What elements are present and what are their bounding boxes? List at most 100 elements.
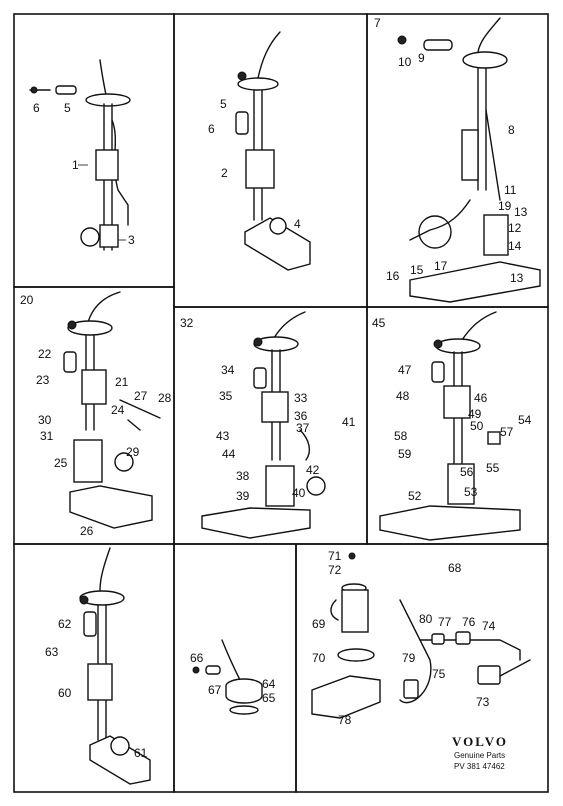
- callout-3-14: 14: [508, 239, 522, 253]
- callout-5-43: 43: [216, 429, 230, 443]
- callout-4-24: 24: [111, 403, 125, 417]
- panel-1-drawing: [29, 59, 131, 251]
- callout-8-64: 64: [262, 677, 276, 691]
- callout-9-80: 80: [419, 612, 433, 626]
- callout-5-33: 33: [294, 391, 308, 405]
- panel-3-callouts: 7 10 9 8 11 19 13 12 14 16 15 17 13: [374, 16, 528, 285]
- panel-9-number: 68: [448, 561, 462, 575]
- callout-9-71: 71: [328, 549, 342, 563]
- panel-4-number: 20: [20, 293, 34, 307]
- callout-5-41: 41: [342, 415, 356, 429]
- callout-4-21: 21: [115, 375, 129, 389]
- callout-4-23: 23: [36, 373, 50, 387]
- callout-9-75: 75: [432, 667, 446, 681]
- callout-2-2: 2: [221, 166, 228, 180]
- callout-6-48: 48: [396, 389, 410, 403]
- panel-6-callouts: 45 47 48 46 49 54 50 57 58 59 56 55 53 5…: [372, 316, 532, 503]
- callout-9-78: 78: [338, 713, 352, 727]
- callout-8-65: 65: [262, 691, 276, 705]
- callout-3-12: 12: [508, 221, 522, 235]
- panel-3-drawing: [397, 17, 541, 303]
- callout-1-5: 5: [64, 101, 71, 115]
- panel-2-drawing: [235, 31, 311, 271]
- callout-8-67: 67: [208, 683, 222, 697]
- callout-6-58: 58: [394, 429, 408, 443]
- callout-4-31: 31: [40, 429, 54, 443]
- callout-6-52: 52: [408, 489, 422, 503]
- volvo-logo: VOLVO: [452, 734, 508, 749]
- callout-9-74: 74: [482, 619, 496, 633]
- callout-3-13b: 13: [510, 271, 524, 285]
- callout-7-62: 62: [58, 617, 72, 631]
- callout-6-49: 49: [468, 407, 482, 421]
- genuine-parts-label: Genuine Parts: [454, 751, 505, 760]
- callout-9-79: 79: [402, 651, 416, 665]
- callout-1-1: 1: [72, 158, 79, 172]
- callout-9-70: 70: [312, 651, 326, 665]
- callout-3-8: 8: [508, 123, 515, 137]
- callout-5-44: 44: [222, 447, 236, 461]
- callout-6-59: 59: [398, 447, 412, 461]
- callout-9-69: 69: [312, 617, 326, 631]
- callout-2-6: 6: [208, 122, 215, 136]
- callout-9-76: 76: [462, 615, 476, 629]
- callout-6-47: 47: [398, 363, 412, 377]
- callout-3-11: 11: [504, 183, 517, 197]
- callout-5-42: 42: [306, 463, 320, 477]
- panel-6-number: 45: [372, 316, 386, 330]
- callout-4-26: 26: [80, 524, 94, 538]
- panel-9-callouts: 68 71 72 69 70 80 77 76 74 79 75 73 78: [312, 549, 496, 727]
- callout-5-36: 36: [294, 409, 308, 423]
- callout-2-4: 4: [294, 217, 301, 231]
- callout-7-63: 63: [45, 645, 59, 659]
- callout-9-77: 77: [438, 615, 452, 629]
- callout-4-30: 30: [38, 413, 52, 427]
- callout-7-61: 61: [134, 746, 148, 760]
- panel-8-drawing: [192, 639, 263, 715]
- callout-5-39: 39: [236, 489, 250, 503]
- callout-6-56: 56: [460, 465, 474, 479]
- panel-6-drawing: [379, 311, 521, 541]
- callout-3-9: 9: [418, 51, 425, 65]
- panel-7-callouts: 62 63 60 61: [45, 617, 148, 760]
- callout-1-6: 6: [33, 101, 40, 115]
- callout-6-54: 54: [518, 413, 532, 427]
- callout-1-3: 3: [128, 233, 135, 247]
- panel-8-callouts: 66 67 64 65: [190, 651, 276, 705]
- callout-9-73: 73: [476, 695, 490, 709]
- callout-3-19: 19: [498, 199, 512, 213]
- callout-3-15: 15: [410, 263, 424, 277]
- callout-5-37: 37: [296, 421, 310, 435]
- panel-borders: [13, 13, 549, 793]
- callout-3-13a: 13: [514, 205, 528, 219]
- callout-5-35: 35: [219, 389, 233, 403]
- callout-6-53: 53: [464, 485, 478, 499]
- panel-5-drawing: [201, 311, 326, 539]
- callout-5-40: 40: [292, 486, 306, 500]
- panel-4-drawing: [63, 291, 161, 529]
- panel-4-callouts: 20 22 23 21 27 28 24 30 31 29 25 26: [20, 293, 172, 538]
- callout-4-25: 25: [54, 456, 68, 470]
- brand-block: VOLVO Genuine Parts PV 381 47462: [452, 734, 508, 771]
- callout-5-34: 34: [221, 363, 235, 377]
- callout-2-5: 5: [220, 97, 227, 111]
- panel-5-number: 32: [180, 316, 194, 330]
- callout-4-29: 29: [126, 445, 140, 459]
- callout-5-38: 38: [236, 469, 250, 483]
- callout-8-66: 66: [190, 651, 204, 665]
- callout-6-50: 50: [470, 419, 484, 433]
- callout-6-46: 46: [474, 391, 488, 405]
- callout-4-27: 27: [134, 389, 148, 403]
- part-number-label: PV 381 47462: [454, 762, 505, 771]
- callout-3-16: 16: [386, 269, 400, 283]
- callout-3-10: 10: [398, 55, 412, 69]
- callout-3-17: 17: [434, 259, 448, 273]
- callout-6-55: 55: [486, 461, 500, 475]
- panel-2-callouts: 5 6 2 4: [208, 97, 301, 231]
- callout-7-60: 60: [58, 686, 72, 700]
- callout-6-57: 57: [500, 425, 514, 439]
- panel-3-number: 7: [374, 16, 381, 30]
- panel-5-callouts: 32 34 35 33 36 37 41 43 44 42 38 40 39: [180, 316, 356, 503]
- panel-9-drawing: [311, 552, 531, 719]
